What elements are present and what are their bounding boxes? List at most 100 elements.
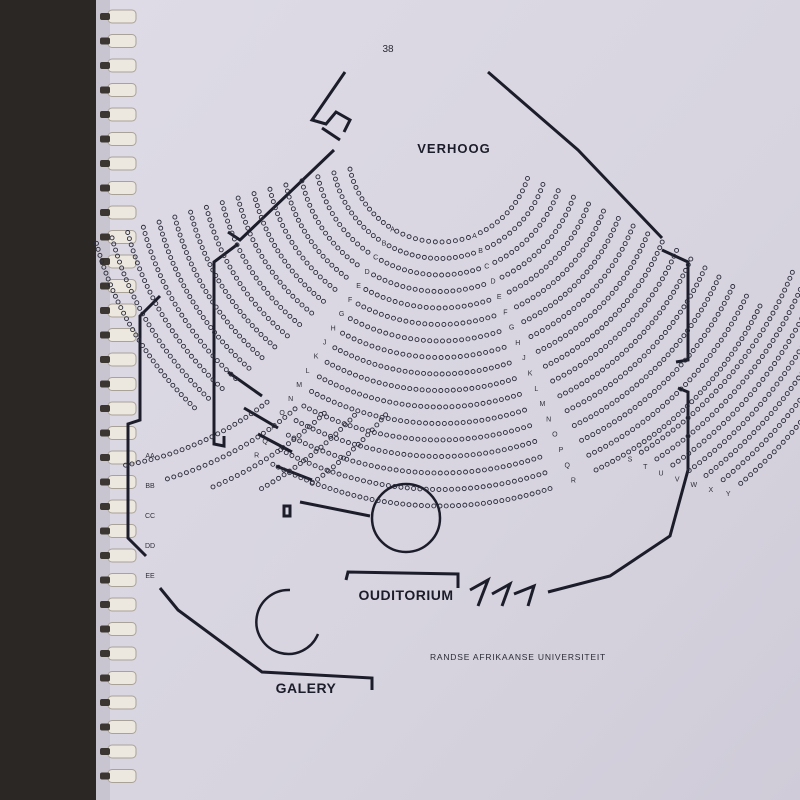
seat <box>628 229 634 235</box>
seat <box>491 313 497 319</box>
seat <box>673 342 679 348</box>
seat <box>285 289 291 295</box>
seat <box>657 245 663 251</box>
seat <box>280 445 286 451</box>
seat <box>456 503 462 508</box>
seat <box>358 374 364 380</box>
seat <box>757 303 763 309</box>
seat <box>637 357 643 363</box>
seat <box>703 358 709 364</box>
seat <box>97 252 103 258</box>
seat <box>442 487 448 492</box>
seat <box>334 436 339 441</box>
seat <box>301 184 306 190</box>
seat <box>624 270 630 276</box>
seat <box>611 227 616 233</box>
seat <box>128 242 134 248</box>
seat <box>193 358 198 364</box>
seat <box>451 271 457 277</box>
row-letter: D <box>490 279 495 286</box>
seat <box>226 451 232 457</box>
seat <box>618 374 623 380</box>
seat <box>617 331 623 337</box>
seat <box>681 454 686 460</box>
seat <box>499 274 505 280</box>
seat <box>570 405 576 411</box>
seat <box>645 325 651 331</box>
seat <box>424 404 430 410</box>
seat <box>230 270 236 276</box>
seat <box>584 378 590 384</box>
seat <box>678 362 684 368</box>
seat <box>190 299 196 305</box>
seat <box>362 461 368 467</box>
seat <box>320 448 326 454</box>
seat <box>555 276 561 281</box>
seat <box>166 322 172 328</box>
seat <box>385 483 391 489</box>
seat <box>683 382 688 387</box>
seat <box>397 317 403 323</box>
seat <box>439 239 445 245</box>
seat <box>479 316 485 322</box>
seat <box>299 421 305 426</box>
seat <box>193 304 199 310</box>
gallery-walls <box>126 294 374 690</box>
seat <box>265 316 271 321</box>
seat <box>226 425 232 431</box>
seat <box>608 440 614 446</box>
seat <box>298 475 304 481</box>
seat <box>292 245 298 251</box>
seat <box>384 313 390 319</box>
seat <box>516 194 522 200</box>
seat <box>308 443 314 449</box>
seat <box>489 223 495 229</box>
seat <box>309 389 315 394</box>
seat <box>582 417 588 423</box>
row-letter: B <box>478 248 483 255</box>
seat <box>454 321 460 327</box>
seat <box>413 353 418 359</box>
seat <box>357 338 363 344</box>
seat <box>320 472 326 478</box>
seat <box>302 190 308 196</box>
seat <box>571 423 577 428</box>
seat <box>445 272 451 278</box>
seat <box>423 486 429 492</box>
seat <box>631 446 637 452</box>
seat <box>379 482 385 487</box>
seat <box>718 337 724 343</box>
seat <box>540 288 546 293</box>
seat <box>375 236 381 242</box>
seat <box>287 468 293 474</box>
seat <box>304 477 310 483</box>
seat <box>388 500 393 505</box>
seat <box>440 338 445 344</box>
seat <box>281 467 287 473</box>
seat <box>789 429 795 435</box>
seat <box>670 427 676 433</box>
seat <box>130 327 136 333</box>
seat <box>581 213 587 219</box>
seat <box>393 467 399 473</box>
seat <box>425 288 431 294</box>
seat <box>378 311 384 317</box>
seat <box>705 296 711 302</box>
seat <box>614 437 620 443</box>
seat <box>374 464 380 470</box>
seat <box>544 211 550 217</box>
seat <box>596 220 602 226</box>
seat <box>381 465 387 471</box>
seat <box>409 319 415 325</box>
seat <box>330 469 336 475</box>
seat <box>646 297 652 303</box>
seat <box>521 425 527 431</box>
seat <box>316 295 322 300</box>
seat <box>378 257 384 263</box>
seat <box>500 464 506 470</box>
seat <box>506 289 512 295</box>
seat <box>671 253 677 259</box>
seat <box>154 455 160 461</box>
seat <box>324 258 330 264</box>
seat <box>595 429 601 435</box>
